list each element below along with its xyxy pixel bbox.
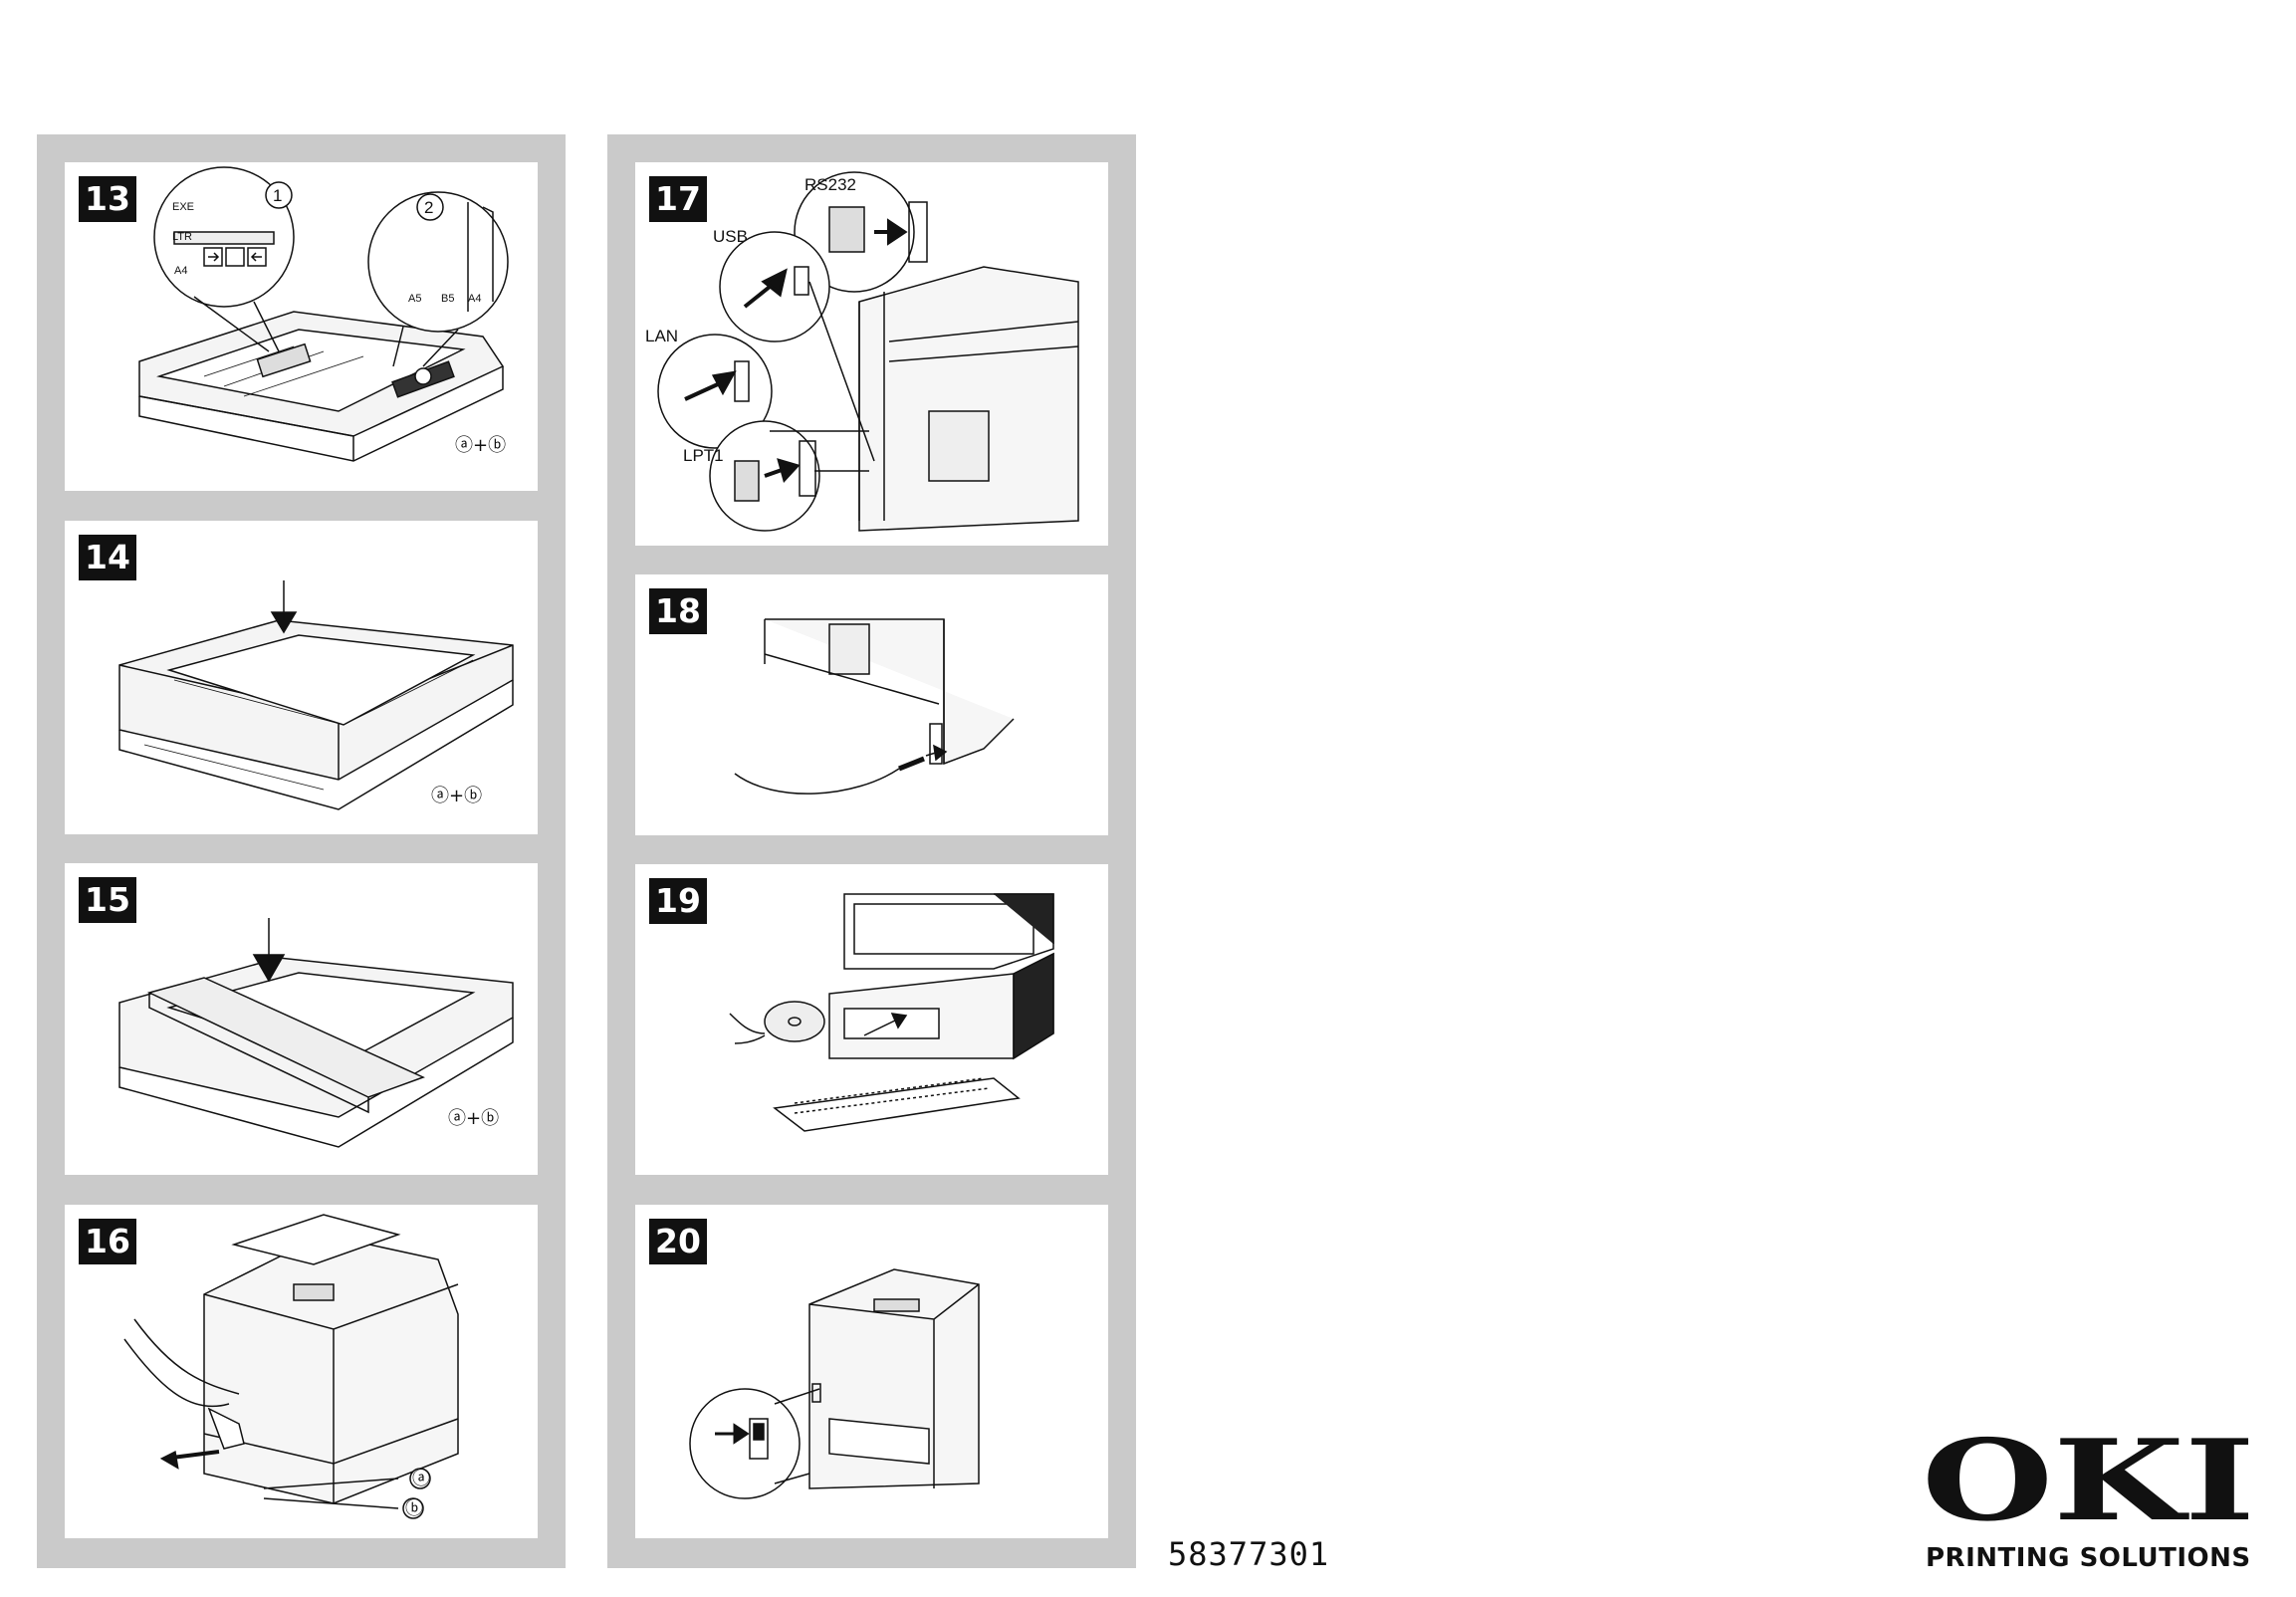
paper-size-a5: A5 xyxy=(408,293,421,305)
step-20-panel: 20 xyxy=(635,1205,1108,1538)
step-number: 20 xyxy=(649,1219,707,1264)
step-number: 16 xyxy=(79,1219,136,1264)
parts-label: ⓐ+ⓑ xyxy=(455,435,506,456)
step-19-panel: 19 xyxy=(635,864,1108,1175)
left-column: 13 1 EXE LTR A4 xyxy=(37,134,566,1568)
right-column: 17 RS232 USB xyxy=(607,134,1136,1568)
step-14-panel: 14 ⓐ+ⓑ xyxy=(65,521,538,834)
svg-text:OKI: OKI xyxy=(1922,1430,2255,1529)
lpt1-label: LPT1 xyxy=(683,446,724,465)
callout-2-label: 2 xyxy=(424,198,433,217)
lan-label: LAN xyxy=(645,327,678,345)
paper-size-a4: A4 xyxy=(174,265,187,277)
part-a-label: ⓐ xyxy=(412,1469,430,1489)
paper-size-a4-2: A4 xyxy=(468,293,481,305)
step-number: 18 xyxy=(649,588,707,634)
part-b-label: ⓑ xyxy=(405,1498,423,1519)
document-number: 58377301 xyxy=(1168,1535,1329,1573)
callout-1-label: 1 xyxy=(273,186,282,205)
oki-logo: OKI xyxy=(1922,1430,2260,1529)
step-number: 14 xyxy=(79,535,136,580)
usb-label: USB xyxy=(713,227,748,246)
step-16-panel: 16 ⓐ ⓑ xyxy=(65,1205,538,1538)
step-number: 15 xyxy=(79,877,136,923)
step-number: 19 xyxy=(649,878,707,924)
step-17-panel: 17 RS232 USB xyxy=(635,162,1108,546)
step-15-panel: 15 ⓐ+ⓑ xyxy=(65,863,538,1175)
step-number: 13 xyxy=(79,176,136,222)
step-18-panel: 18 xyxy=(635,574,1108,835)
oki-logo-mark: OKI xyxy=(1922,1430,2260,1529)
parts-label: ⓐ+ⓑ xyxy=(448,1108,499,1129)
parts-label: ⓐ+ⓑ xyxy=(431,786,482,806)
step-13-panel: 13 1 EXE LTR A4 xyxy=(65,162,538,491)
rs232-label: RS232 xyxy=(804,175,856,194)
step-number: 17 xyxy=(649,176,707,222)
paper-size-exe: EXE xyxy=(172,201,194,213)
paper-size-ltr: LTR xyxy=(172,231,192,243)
brand-tagline: PRINTING SOLUTIONS xyxy=(1926,1543,2251,1573)
paper-size-b5: B5 xyxy=(441,293,454,305)
